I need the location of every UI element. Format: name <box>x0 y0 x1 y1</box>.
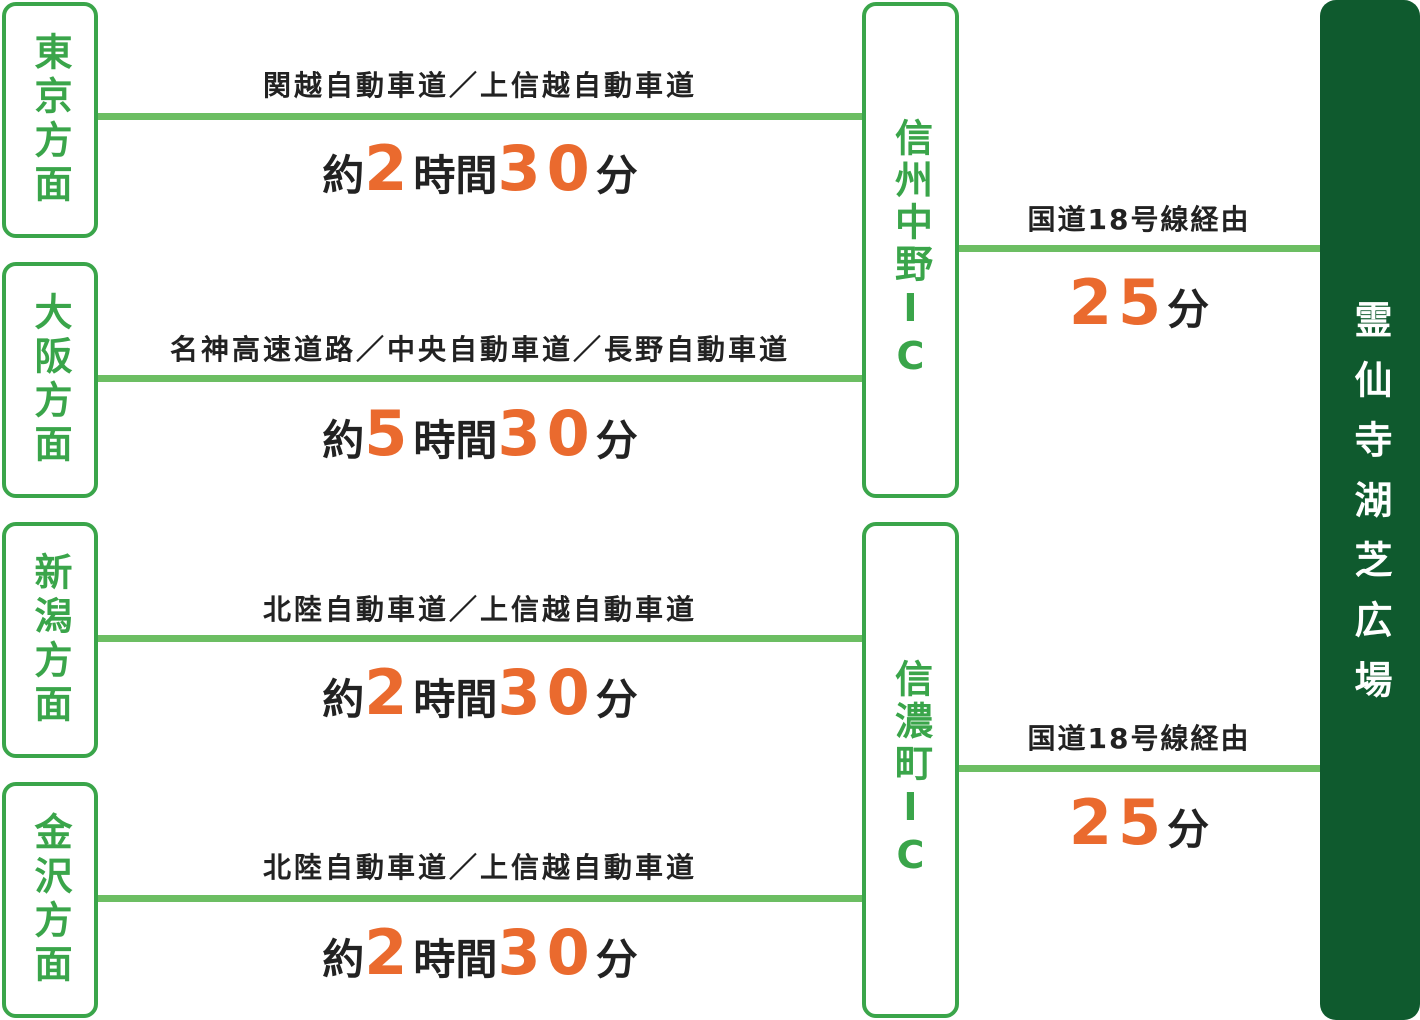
time-minutes-unit: 分 <box>595 675 638 724</box>
route-time: 約5時間30分 <box>100 403 860 465</box>
time-minutes: 30 <box>497 132 596 205</box>
destination-box: 霊仙寺湖芝広場 <box>1320 0 1420 1020</box>
interchange-label: 信濃町IC <box>888 659 933 881</box>
time-minutes: 25 <box>1068 786 1168 859</box>
time-minutes: 25 <box>1068 266 1168 339</box>
time-prefix: 約 <box>322 416 365 465</box>
origin-label: 東京方面 <box>28 32 72 208</box>
time-minutes: 30 <box>497 656 596 729</box>
time-hours-unit: 時間 <box>413 151 498 200</box>
origin-label: 大阪方面 <box>28 292 72 468</box>
final-route-road-label: 国道18号線経由 <box>1027 722 1251 755</box>
route-road-label: 関越自動車道／上信越自動車道 <box>262 69 697 102</box>
time-hours-unit: 時間 <box>413 935 498 984</box>
route-road-label: 北陸自動車道／上信越自動車道 <box>262 593 697 626</box>
route-line <box>98 895 864 902</box>
origin-box-kanazawa: 金沢方面 <box>2 782 98 1018</box>
time-hours: 2 <box>364 132 414 205</box>
final-route-road-label: 国道18号線経由 <box>1027 203 1251 236</box>
time-hours: 5 <box>364 397 414 470</box>
time-hours-unit: 時間 <box>413 675 498 724</box>
time-hours-unit: 時間 <box>413 416 498 465</box>
interchange-box-shinshu-nakano: 信州中野IC <box>862 2 959 498</box>
time-hours: 2 <box>364 656 414 729</box>
time-minutes-unit: 分 <box>595 151 638 200</box>
route-line <box>98 375 864 382</box>
route-time: 約2時間30分 <box>100 922 860 984</box>
route-line <box>98 113 864 120</box>
route-time: 約2時間30分 <box>100 662 860 724</box>
route-road-label: 北陸自動車道／上信越自動車道 <box>262 851 697 884</box>
interchange-label: 信州中野IC <box>888 118 933 382</box>
time-hours: 2 <box>364 916 414 989</box>
origin-label: 金沢方面 <box>28 812 72 988</box>
interchange-box-shinanomachi: 信濃町IC <box>862 522 959 1018</box>
time-minutes-unit: 分 <box>1167 805 1210 854</box>
origin-box-osaka: 大阪方面 <box>2 262 98 498</box>
origin-box-niigata: 新潟方面 <box>2 522 98 758</box>
final-route-line <box>959 245 1321 252</box>
time-minutes: 30 <box>497 916 596 989</box>
route-road-label: 名神高速道路／中央自動車道／長野自動車道 <box>169 333 790 366</box>
time-prefix: 約 <box>322 675 365 724</box>
final-route-line <box>959 765 1321 772</box>
time-minutes-unit: 分 <box>595 935 638 984</box>
time-prefix: 約 <box>322 935 365 984</box>
time-minutes-unit: 分 <box>595 416 638 465</box>
final-route-time: 25分 <box>960 272 1318 334</box>
time-minutes: 30 <box>497 397 596 470</box>
time-prefix: 約 <box>322 151 365 200</box>
final-route-time: 25分 <box>960 792 1318 854</box>
destination-label: 霊仙寺湖芝広場 <box>1348 300 1392 720</box>
route-line <box>98 635 864 642</box>
origin-label: 新潟方面 <box>28 552 72 728</box>
time-minutes-unit: 分 <box>1167 285 1210 334</box>
route-time: 約2時間30分 <box>100 138 860 200</box>
origin-box-tokyo: 東京方面 <box>2 2 98 238</box>
